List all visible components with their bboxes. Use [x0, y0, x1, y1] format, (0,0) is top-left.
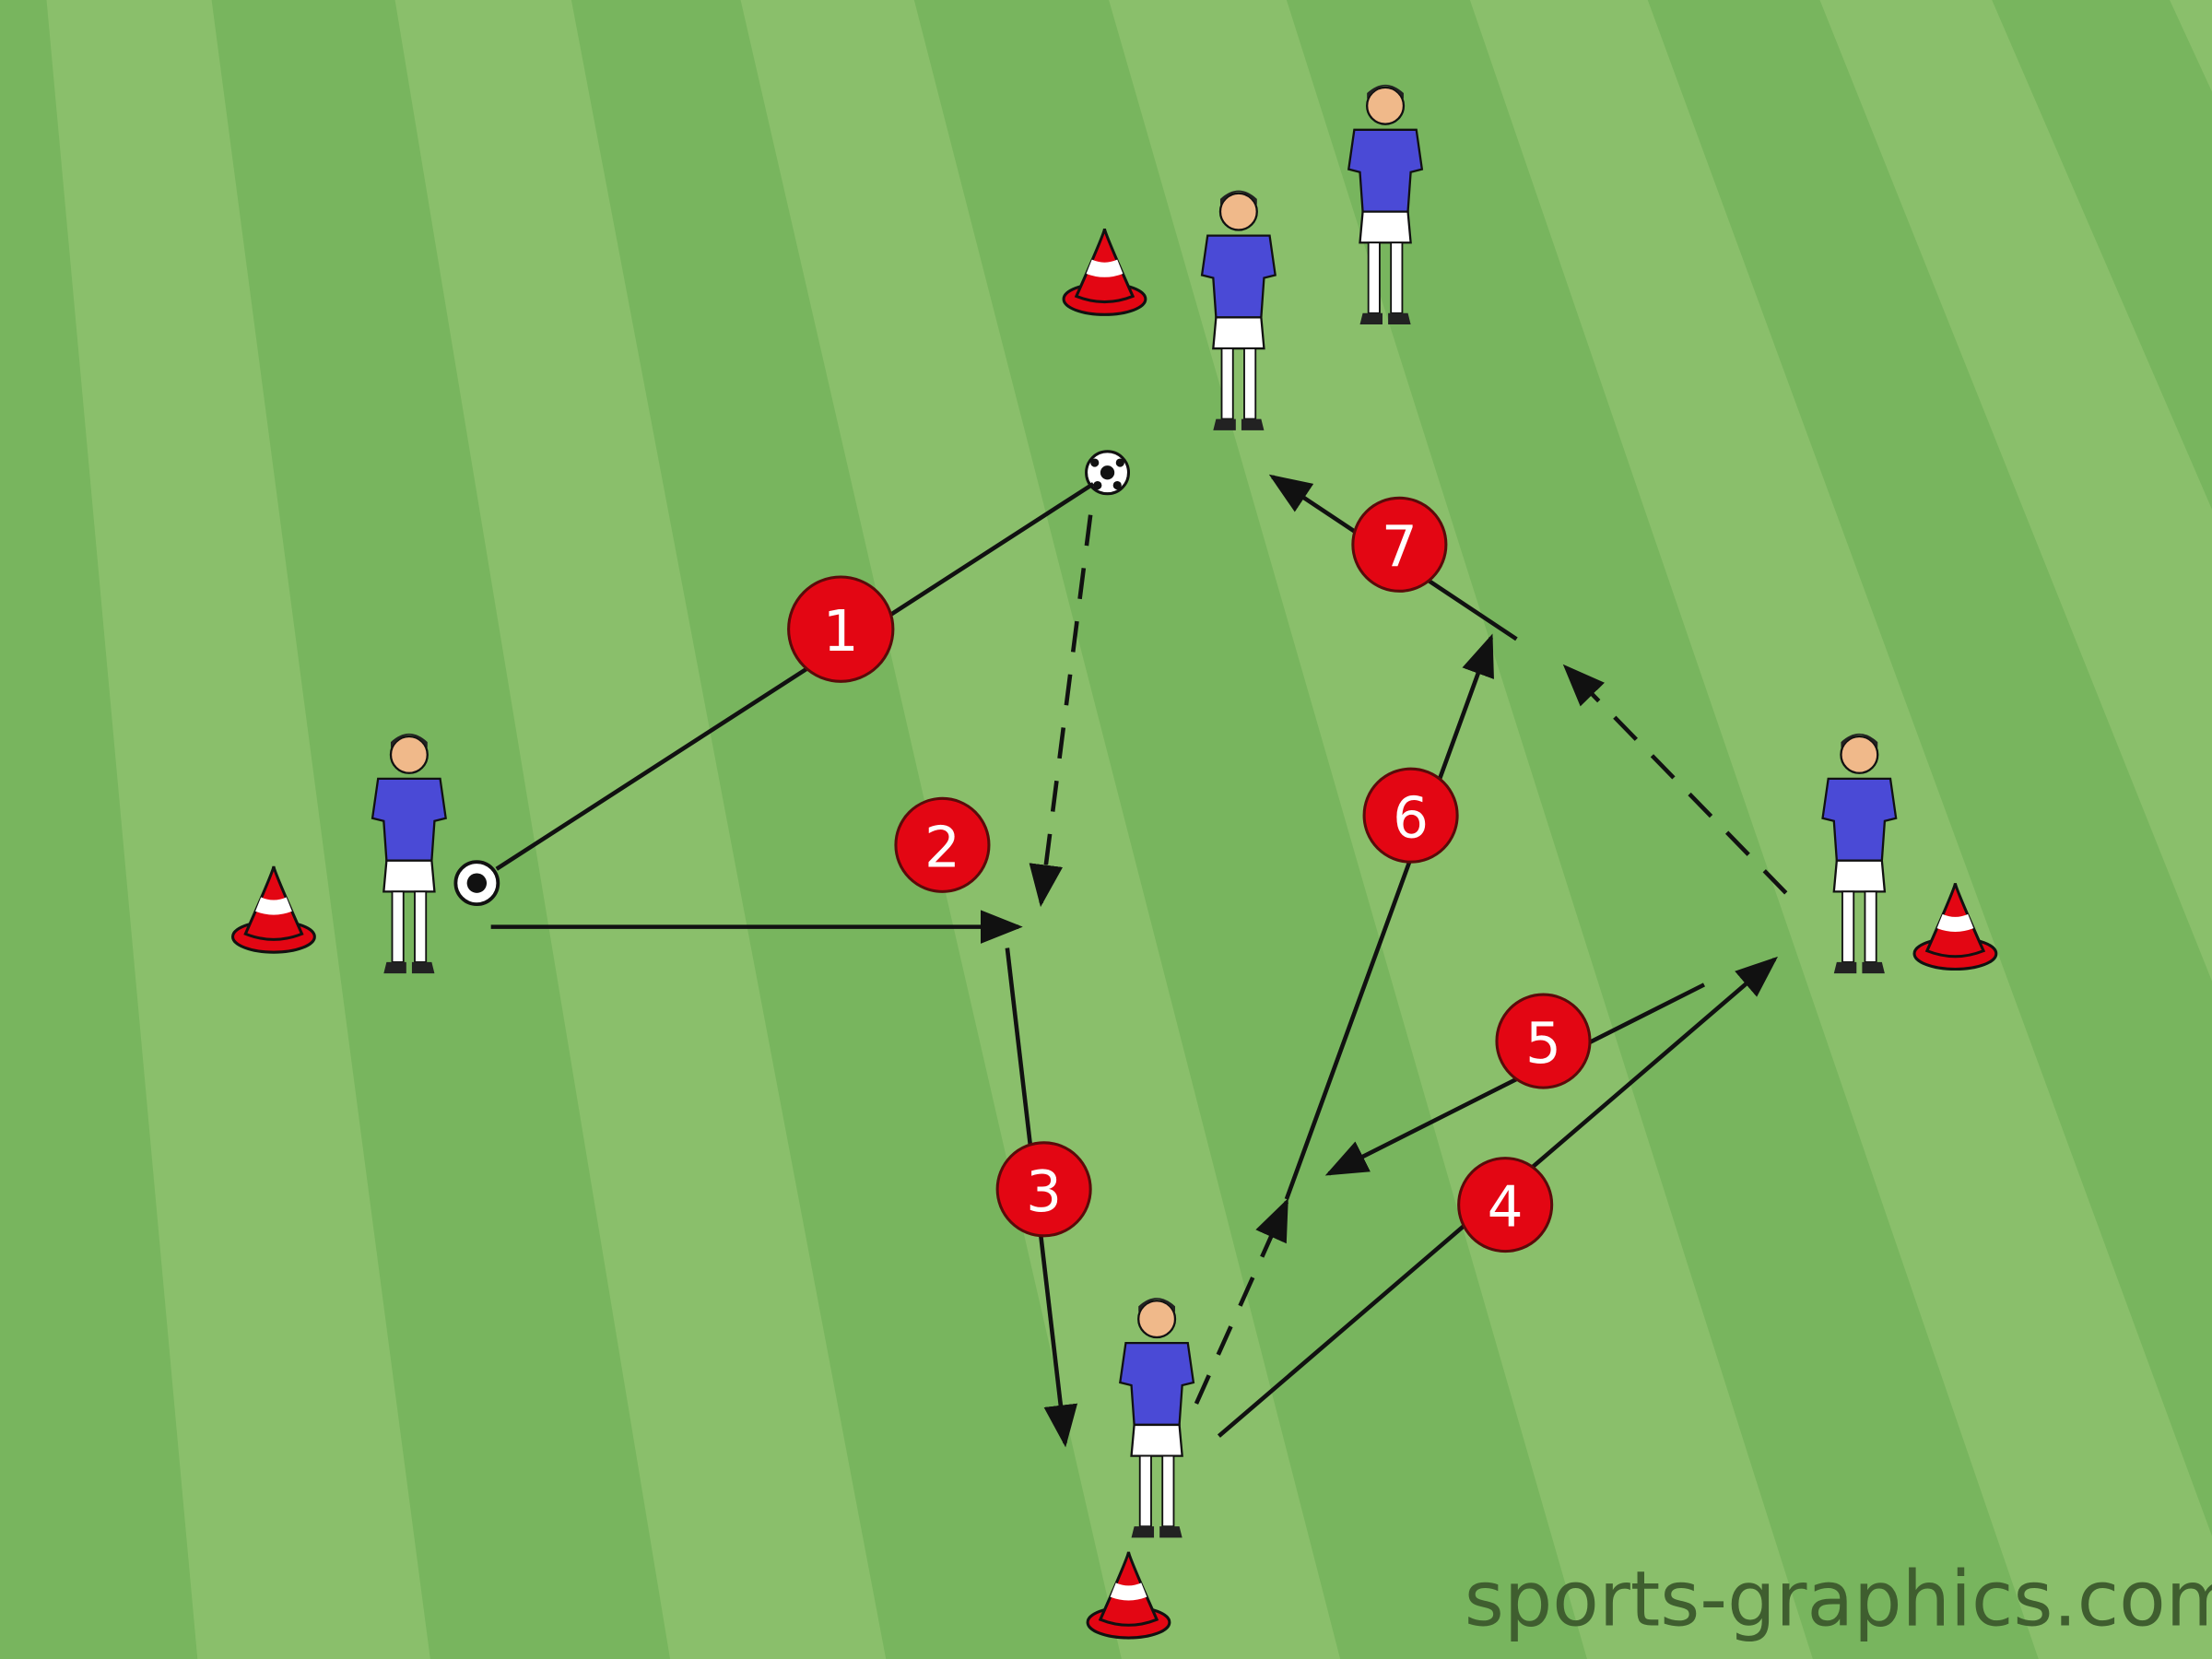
step-label: 3: [1026, 1159, 1062, 1225]
step-marker-1: 1: [787, 575, 895, 683]
step-marker-3: 3: [995, 1141, 1092, 1238]
step-marker-6: 6: [1362, 767, 1459, 864]
grass-stripe-light: [740, 0, 1341, 1659]
grass-stripe-light: [46, 0, 430, 1659]
grass-stripe-light: [394, 0, 887, 1659]
step-label: 5: [1525, 1011, 1561, 1077]
watermark: sports-graphics.com: [1465, 1555, 2212, 1643]
step-label: 6: [1393, 785, 1429, 851]
pass-line-1: [495, 482, 1095, 871]
ball-top: [1085, 450, 1131, 496]
run-line-bottom: [1194, 1197, 1289, 1405]
step-label: 1: [823, 599, 859, 665]
ball-left: [453, 860, 500, 907]
grass-stripe-light: [1819, 0, 2212, 982]
step-marker-5: 5: [1495, 993, 1592, 1089]
step-marker-2: 2: [894, 796, 991, 893]
grass-stripe-light: [1109, 0, 1813, 1659]
step-label: 2: [924, 815, 960, 880]
pass-line-6: [1284, 633, 1494, 1200]
step-label: 7: [1382, 514, 1418, 580]
step-marker-4: 4: [1457, 1157, 1554, 1253]
step-marker-7: 7: [1351, 496, 1448, 593]
step-label: 4: [1488, 1175, 1524, 1241]
grass-stripes: [46, 0, 2212, 1659]
run-line-2: [1029, 514, 1093, 908]
grass-stripe-light: [2170, 0, 2212, 92]
